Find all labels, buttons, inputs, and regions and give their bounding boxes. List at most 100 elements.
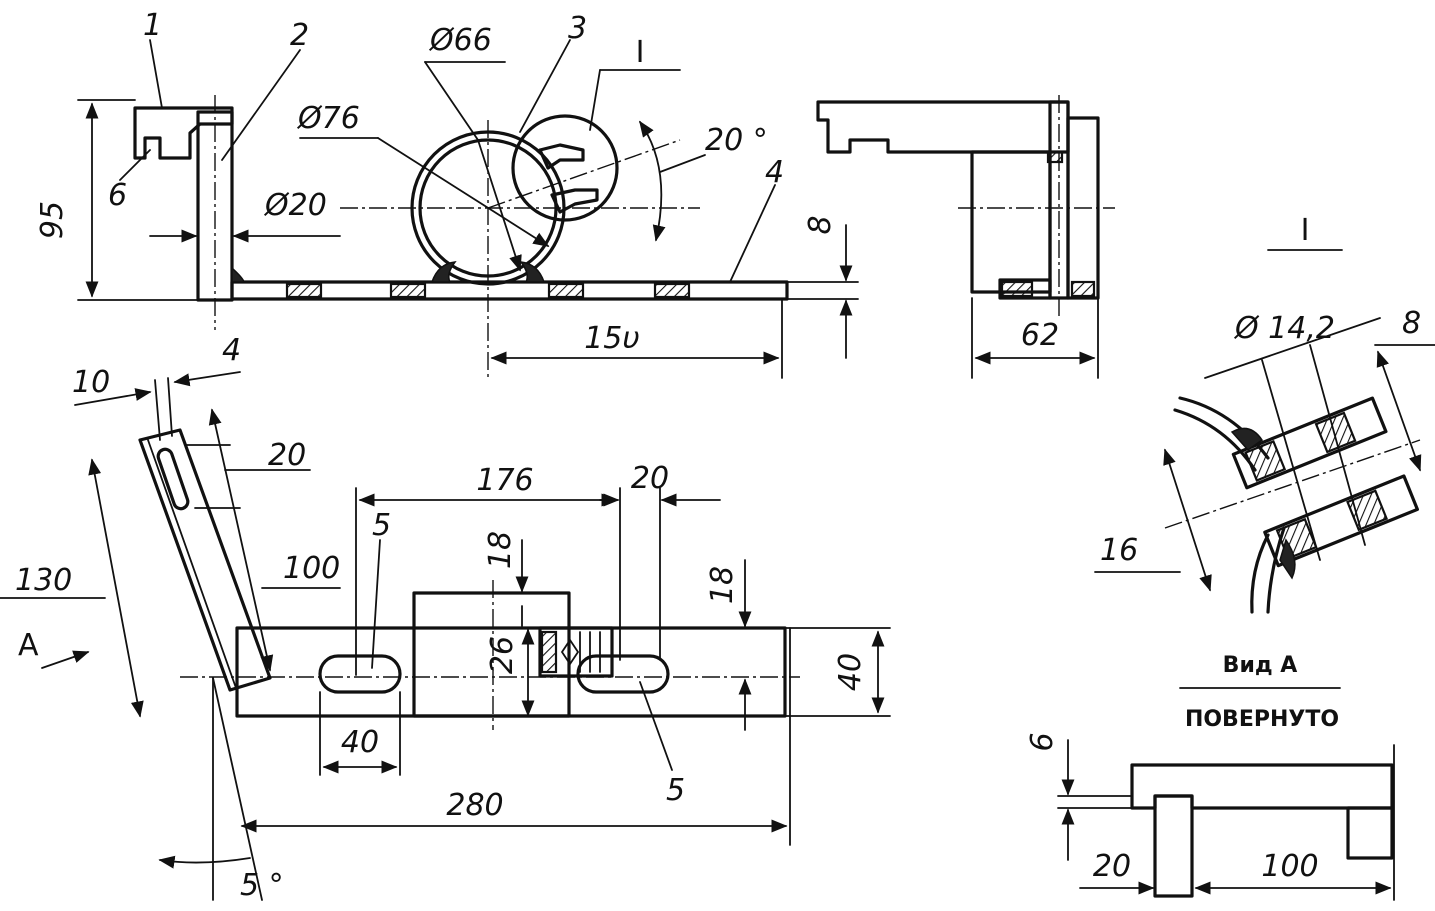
detail-axis [1164,439,1421,529]
view-a-block [1346,806,1394,860]
dim-dia-66: Ø66 [428,23,492,58]
side-foot [998,278,1052,300]
dim-8-top: 8 [803,215,838,234]
dim-76-diagonal [377,137,550,247]
ext-10-b [167,377,173,437]
dim-dia-76: Ø76 [296,101,360,136]
view-a-post [1153,794,1194,898]
part-label-1: 1 [143,8,162,43]
detail-view: I Ø 14,2 8 16 [1094,213,1435,614]
bushing-circle [511,114,619,222]
leader-part-1 [149,39,163,109]
dim-150: 15υ [584,321,640,356]
base-hatch-2 [389,282,427,299]
dim-8-detail: 8 [1402,306,1421,341]
part-label-5a: 5 [372,508,391,543]
detail-bushing [1231,396,1419,568]
detail-hatch-1 [1244,439,1287,482]
leader-part-5a [371,539,381,669]
base-hatch-3 [547,282,585,299]
ext-5deg-tilt [212,677,263,901]
dim-8-detail-line [1376,350,1422,472]
detail-ring-arc-bottom-outer [1250,533,1270,614]
bushing-slot-bottom [550,188,599,214]
slot-left [318,654,402,694]
angle-20: 20 ° [705,123,768,158]
dim-62: 62 [1021,318,1059,353]
dim-130-line [88,458,144,718]
dim-20-view: 20 [1093,849,1131,884]
view-a-title: Вид А [1223,653,1298,678]
dim-4-arrow [173,371,241,387]
side-right-hatch [1070,280,1096,298]
view-arrow-label: А [18,628,39,663]
detail-weld-top [1230,427,1264,452]
side-foot-hatch [1000,280,1034,298]
dim-130: 130 [15,563,72,598]
detail-weld-bottom [1279,538,1296,580]
dim-66-ext1 [424,61,479,141]
slot-right [576,654,670,694]
ext-14-2-a [1261,359,1321,561]
detail-bore-bottom [1263,475,1405,534]
leader-part-5b [639,681,673,771]
detail-bore-top [1245,430,1387,489]
dim-18-a: 18 [483,531,518,569]
plan-bushing [538,626,614,678]
leader-part-2 [221,49,301,161]
dim-14-2-line [1204,317,1381,379]
dim-40-h: 40 [833,653,868,691]
view-a-plate [1130,763,1394,810]
tilted-slot [156,447,190,511]
part-label-2: 2 [290,18,309,53]
dim-66-diagonal [477,139,522,272]
view-arrow-a [41,650,90,669]
dim-18-b: 18 [705,566,740,604]
side-weld-hatch [1046,150,1064,164]
angle-5: 5 ° [240,868,284,903]
dim-6-view: 6 [1025,732,1060,751]
dim-100-view: 100 [1261,849,1318,884]
dim-20-slot: 20 [268,438,306,473]
dim-20-top: 20 [631,461,669,496]
dim-95: 95 [35,201,70,239]
leader-20deg [659,154,706,173]
plan-bushing-hatch [540,630,558,674]
plan-view: 5 ° 280 40 176 20 18 26 18 40 [0,333,891,903]
side-view: 62 [816,95,1115,379]
dim-dia-20: Ø20 [263,188,327,223]
ext-10-a [154,379,161,441]
dim-10-arrow [74,388,152,406]
dim-4: 4 [222,333,241,368]
part-label-3: 3 [568,11,587,46]
base-hatch-4 [653,282,691,299]
leader-part-4 [729,184,776,283]
detail-title: I [1301,213,1310,248]
bushing-diamond [560,638,580,666]
dim-26: 26 [485,636,520,674]
dim-16: 16 [1100,533,1138,568]
weld-ring-left [430,261,457,283]
base-hatch-1 [285,282,323,299]
leader-part-6 [119,149,151,181]
section-marker-I: I [636,35,645,70]
angle-5-arc [158,855,251,869]
dim-280: 280 [446,788,503,823]
dim-40-w: 40 [341,725,379,760]
dim-dia-14-2: Ø 14,2 [1233,311,1335,346]
bushing-slot-top [538,143,585,170]
part-label-6: 6 [108,178,127,213]
part-label-4: 4 [765,155,784,190]
side-body [970,150,1052,294]
tilted-post [138,428,272,692]
view-a-subtitle: ПОВЕРНУТО [1185,707,1339,732]
dim-100-tilt-line [208,408,274,672]
tilted-post-inner [147,439,237,689]
dim-10: 10 [72,365,110,400]
weld-post [231,266,245,283]
leader-part-3 [519,39,571,133]
front-view: 95 Ø20 Ø76 Ø66 20 ° 8 15υ 1 2 3 4 6 [35,8,859,380]
dim-100-tilt: 100 [283,551,340,586]
view-a: Вид А ПОВЕРНУТО 6 20 100 [1025,653,1395,901]
